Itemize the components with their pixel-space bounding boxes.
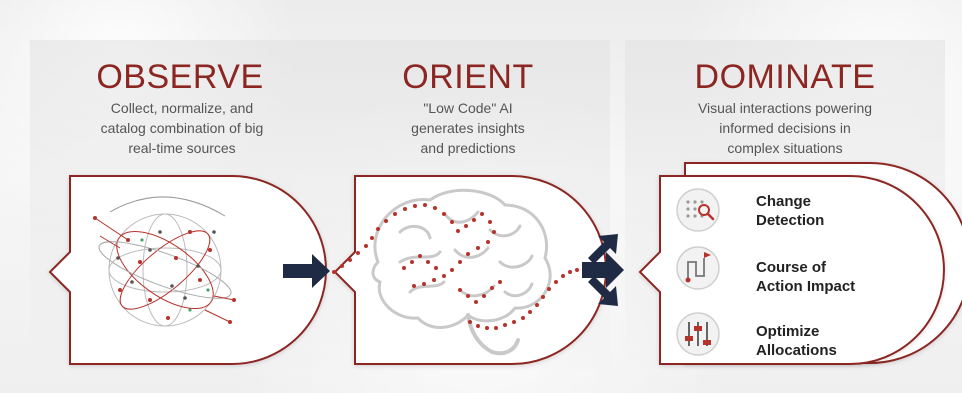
observe-title: OBSERVE <box>96 58 264 96</box>
globe-network-icon <box>93 196 236 327</box>
orient-title: ORIENT <box>402 58 534 96</box>
change-detection-icon <box>676 188 720 232</box>
orient-neural-dots <box>332 203 579 330</box>
optimize-allocations-icon <box>676 312 720 356</box>
orient-description: "Low Code" AI generates insights and pre… <box>411 100 525 156</box>
observe-description: Collect, normalize, and catalog combinat… <box>100 100 264 156</box>
item-course-of-action-impact: Course of Action Impact <box>756 259 856 295</box>
orient-card <box>333 175 607 365</box>
course-of-action-icon <box>676 246 720 290</box>
dominate-card-front <box>638 175 945 365</box>
item-change-detection: Change Detection <box>756 193 825 229</box>
item-optimize-allocations: Optimize Allocations <box>756 323 837 359</box>
arrow-orient-to-dominate <box>582 234 624 306</box>
dominate-title: DOMINATE <box>694 58 876 96</box>
dominate-description: Visual interactions powering informed de… <box>697 100 873 156</box>
brain-icon <box>371 188 552 356</box>
observe-card <box>48 175 327 365</box>
arrow-observe-to-orient <box>283 254 330 288</box>
